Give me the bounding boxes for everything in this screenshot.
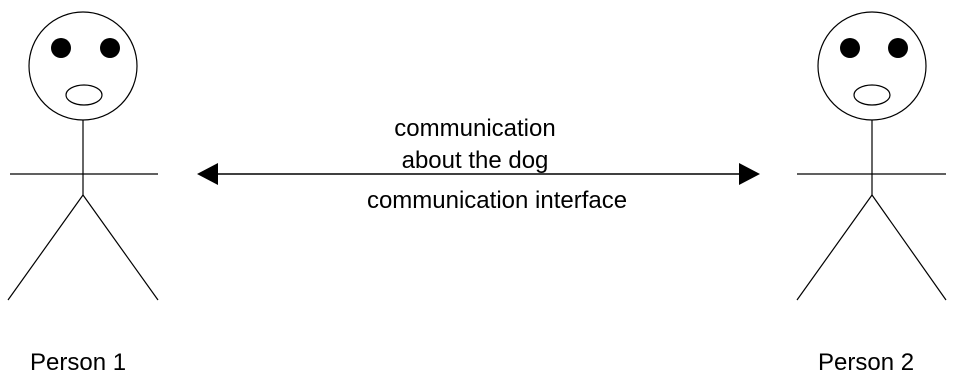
person-2-head — [817, 11, 927, 121]
arrow-right-head — [739, 163, 760, 185]
person-1-right-eye — [100, 38, 120, 58]
person-1-left-eye — [51, 38, 71, 58]
person-2-left-leg — [796, 194, 873, 301]
person-1-figure — [7, 11, 159, 301]
communication-arrow — [197, 163, 760, 185]
person-2-label: Person 2 — [818, 349, 914, 376]
person-1-label: Person 1 — [30, 349, 126, 376]
person-2-right-leg — [871, 194, 947, 301]
person-1-mouth — [65, 84, 103, 106]
arrow-left-head — [197, 163, 218, 185]
person-2-figure — [796, 11, 947, 301]
person-1-right-leg — [82, 194, 159, 301]
person-1-left-leg — [7, 194, 84, 301]
person-1-head — [28, 11, 138, 121]
person-2-left-eye — [840, 38, 860, 58]
person-2-mouth — [853, 84, 891, 106]
person-2-right-eye — [888, 38, 908, 58]
communication-label-line3: communication interface — [367, 187, 627, 214]
communication-label-line2: about the dog — [402, 147, 549, 174]
communication-label-line1: communication — [394, 115, 555, 142]
